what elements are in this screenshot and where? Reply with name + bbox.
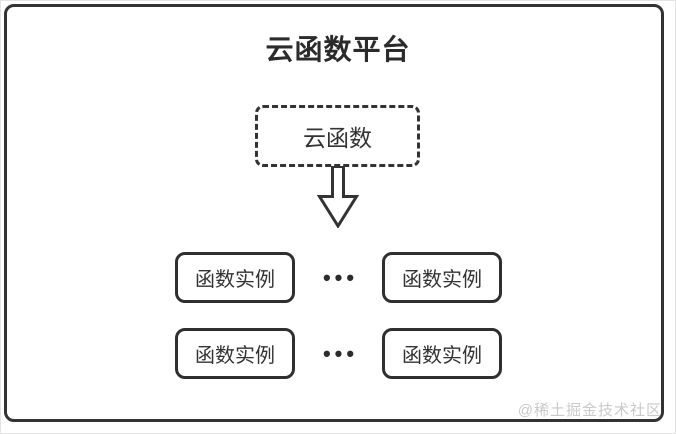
function-instance-label: 函数实例 xyxy=(195,345,275,367)
function-instance-box: 函数实例 xyxy=(381,328,502,379)
function-instance-label: 函数实例 xyxy=(401,269,482,291)
ellipsis-dots: ••• xyxy=(322,264,359,290)
function-instance-box: 函数实例 xyxy=(381,252,502,303)
down-arrow-icon xyxy=(316,166,360,228)
function-instance-label: 函数实例 xyxy=(401,345,482,367)
function-instance-label: 函数实例 xyxy=(195,269,275,291)
ellipsis-dots: ••• xyxy=(322,340,359,366)
cloud-function-box: 云函数 xyxy=(255,105,420,167)
diagram-title: 云函数平台 xyxy=(265,34,411,65)
function-instance-box: 函数实例 xyxy=(175,328,295,379)
instance-row-2: 函数实例 ••• 函数实例 xyxy=(175,328,502,379)
cloud-function-label: 云函数 xyxy=(303,125,372,151)
function-instance-box: 函数实例 xyxy=(175,252,295,303)
watermark-text: @稀土掘金技术社区 xyxy=(517,402,662,419)
instance-row-1: 函数实例 ••• 函数实例 xyxy=(175,252,502,303)
